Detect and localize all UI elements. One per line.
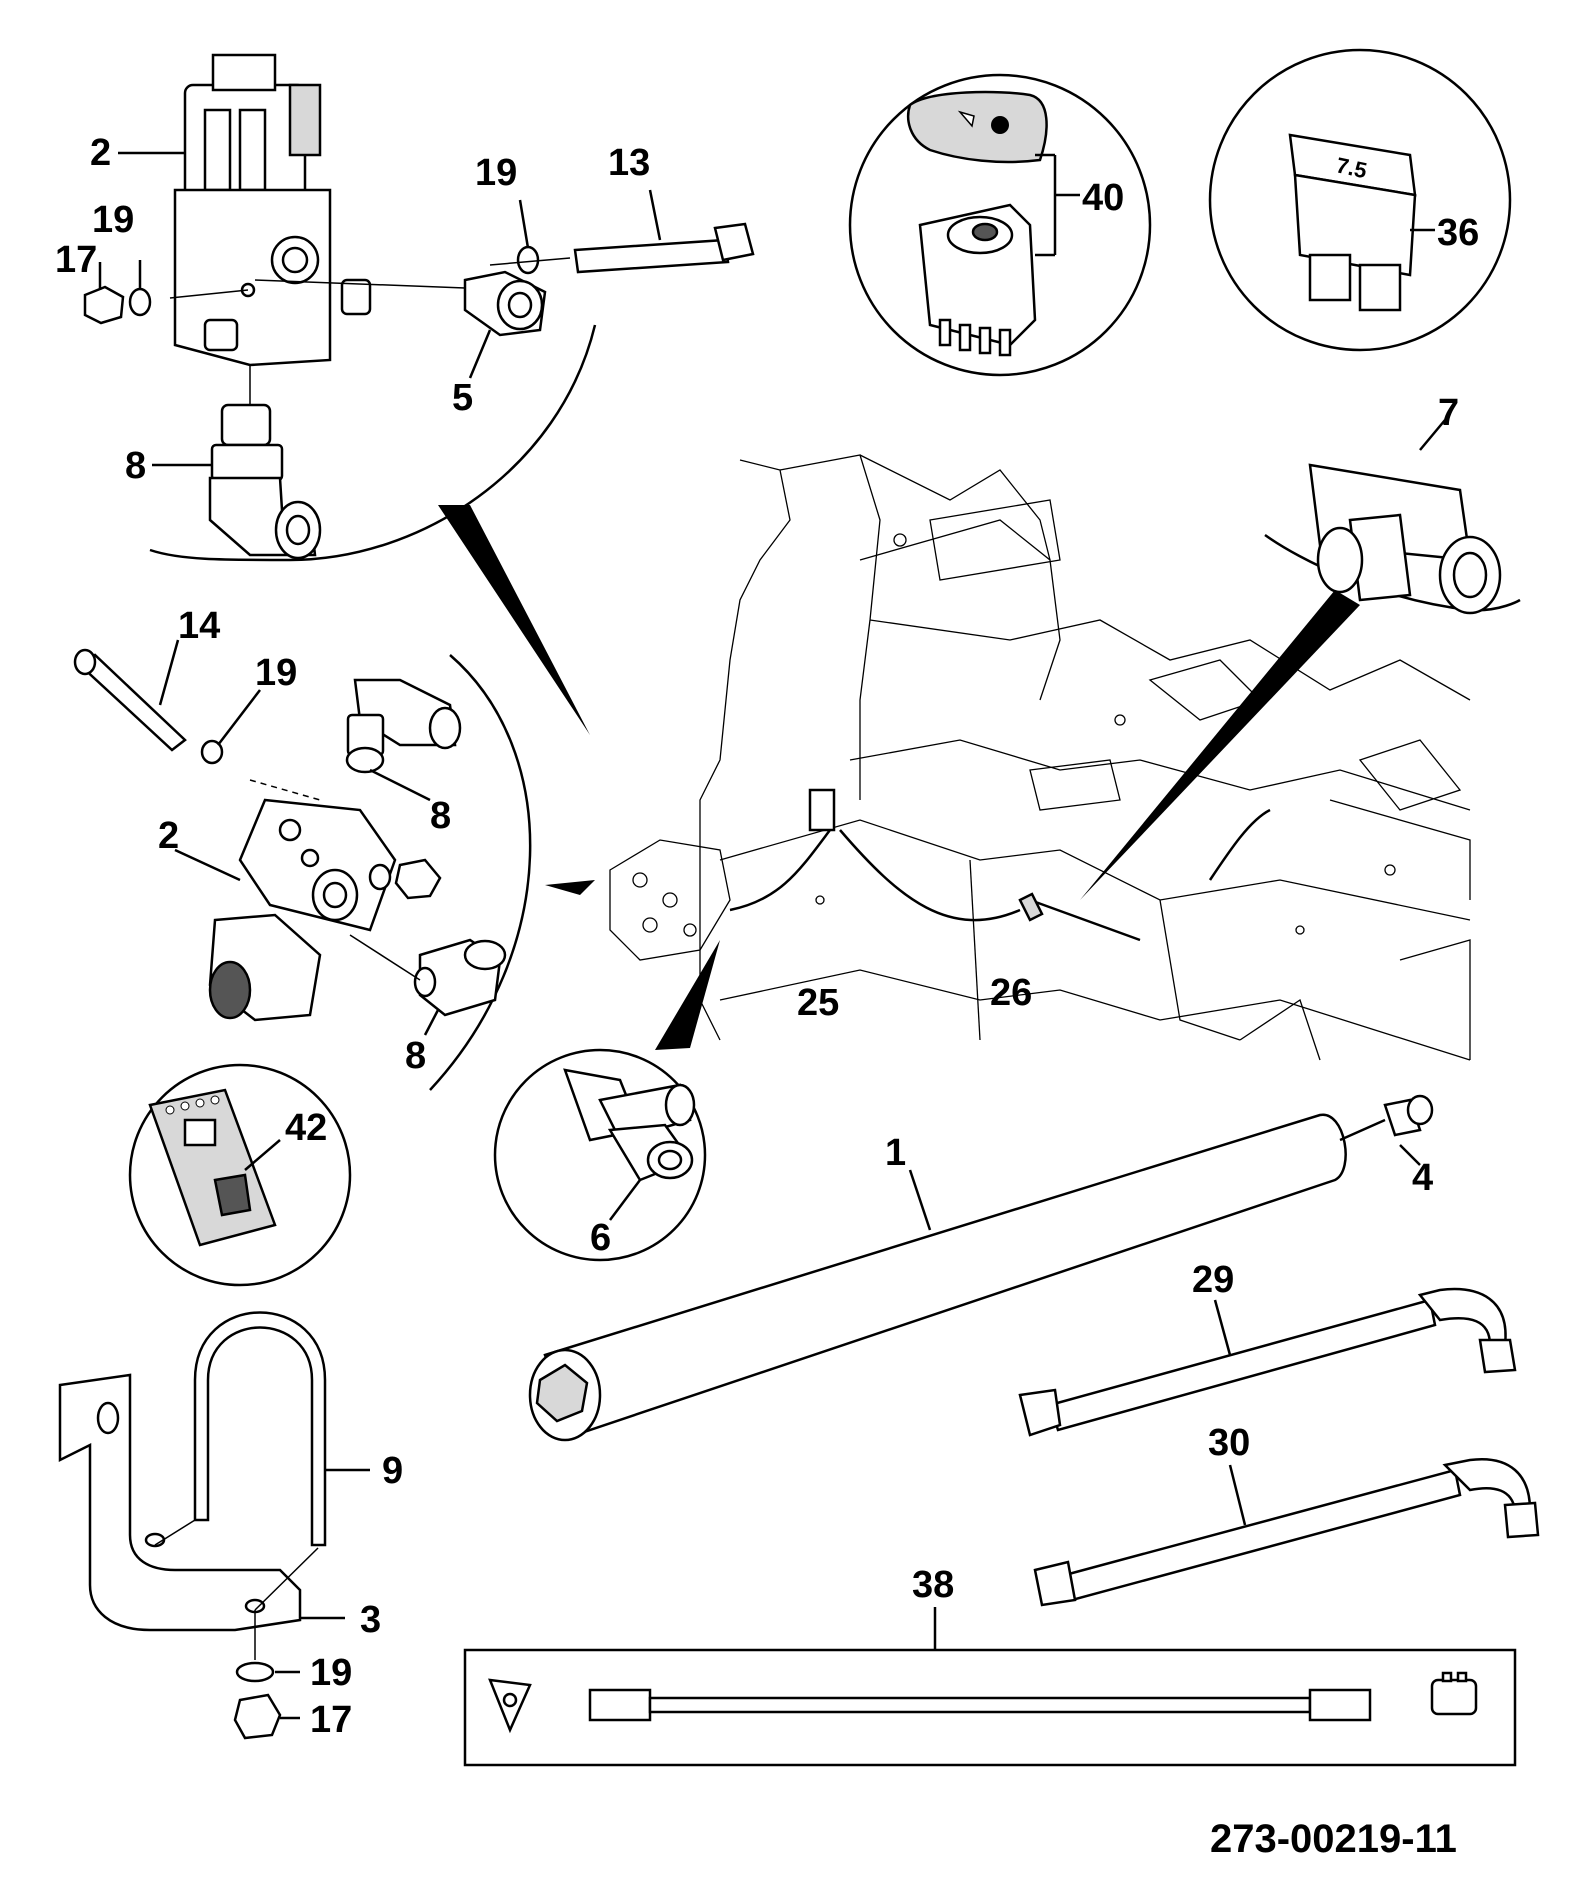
callout-5: 5 [452,377,473,419]
callout-1: 1 [885,1132,906,1174]
hose-25-path [729,829,832,912]
callout-2-mid: 2 [158,815,179,857]
accumulator-1 [528,1094,1434,1442]
callout-8-mid-top: 8 [430,795,451,837]
callout-29: 29 [1192,1259,1234,1301]
callout-30: 30 [1208,1422,1250,1464]
hose-30 [1033,1458,1540,1607]
nut-17-top [83,285,125,325]
document-number: 273-00219-11 [1210,1817,1457,1861]
callout-3: 3 [360,1599,381,1641]
switch-42-detail [128,1063,352,1287]
tee-fitting-7-detail [1080,419,1521,900]
callout-36: 36 [1437,212,1479,254]
callout-17-top: 17 [55,239,97,281]
callout-2-top: 2 [90,132,111,174]
callout-4: 4 [1412,1157,1433,1199]
elbow-8-top-nut [220,403,272,447]
ubolt-9 [193,1311,327,1547]
switch-40-detail [848,73,1152,377]
callout-9: 9 [382,1450,403,1492]
washer-19-mid [200,739,224,765]
callout-42: 42 [285,1107,327,1149]
switch-cap [906,90,1048,164]
bracket-3 [58,1373,302,1632]
hose-26-path [839,829,1021,922]
fitting-6-detail [493,940,720,1262]
hose-29 [1018,1287,1517,1437]
top-left-valve-detail [83,53,755,735]
callout-40: 40 [1082,177,1124,219]
coil-nut [211,53,277,92]
callout-7: 7 [1438,392,1459,434]
harness-38 [463,1607,1517,1767]
callout-19-mid: 19 [255,652,297,694]
callout-8-top: 8 [125,445,146,487]
callout-13: 13 [608,142,650,184]
fuse-body [1293,173,1417,277]
callout-8-mid-bottom: 8 [405,1035,426,1077]
bracket-and-ubolt [58,1311,370,1740]
callout-17-bottom: 17 [310,1699,352,1741]
callout-38: 38 [912,1564,954,1606]
callout-19-top-right: 19 [475,152,517,194]
accumulator-body [543,1113,1347,1437]
fuse-rating-text: 7.5 [1334,152,1369,183]
callout-14: 14 [178,605,220,647]
callout-labels: 2 19 13 19 17 5 8 40 36 7 14 19 8 2 8 25… [55,132,1479,1741]
nut-17-bottom [233,1693,282,1740]
callout-6: 6 [590,1217,611,1259]
callout-19-top-left: 19 [92,199,134,241]
washer-19-top-right [516,245,540,275]
washer-19-bottom [235,1661,275,1683]
machine-frame [699,454,1471,1061]
frame-valve-assembly [609,788,1271,961]
bolt-13 [573,238,730,274]
callout-19-bottom: 19 [310,1652,352,1694]
callout-26: 26 [990,972,1032,1014]
callout-25: 25 [797,982,839,1024]
washer-19-top-left [128,287,152,317]
fuse-36-detail: 7.5 [1208,48,1512,352]
mid-left-valve-detail [73,639,595,1091]
